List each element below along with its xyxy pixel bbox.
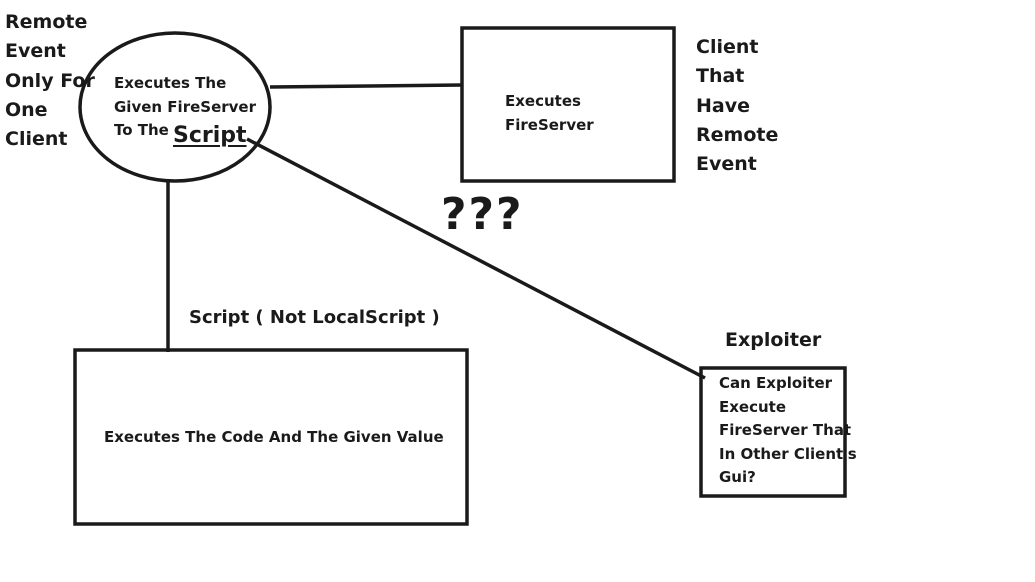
- client-label-line: Event: [696, 153, 757, 176]
- remote-event-label-line: Remote: [5, 11, 88, 33]
- exploiter-node-box: [699, 366, 847, 498]
- exploiter-node-text: Can Exploiter Execute FireServer That In…: [719, 372, 857, 490]
- exploiter-node-text-line: FireServer That: [719, 421, 852, 439]
- script-connector-label: Script ( Not LocalScript ): [189, 307, 440, 328]
- exploiter-node-text-line: Gui?: [719, 468, 756, 486]
- unknown-connection-marks: ???: [441, 189, 524, 240]
- script-node-emphasis: Script: [173, 123, 247, 148]
- client-label-line: Client: [696, 36, 759, 58]
- remote-event-label-line: Event: [5, 40, 66, 63]
- client-label: Client That Have Remote Event: [696, 33, 778, 179]
- fireserver-node-box: [460, 26, 676, 183]
- client-label-line: Have: [696, 94, 750, 117]
- code-node-box: [73, 348, 469, 526]
- script-node-text-line: To The: [114, 121, 169, 139]
- remote-event-label-line: Client: [5, 128, 68, 151]
- code-node-text: Executes The Code And The Given Value: [104, 428, 444, 446]
- exploiter-label: Exploiter: [725, 329, 822, 351]
- fireserver-node-text: Executes FireServer: [505, 90, 594, 137]
- exploiter-node-text-line: Can Exploiter: [719, 374, 833, 392]
- fireserver-node-text-line: Executes: [505, 92, 581, 110]
- exploiter-node-text-line: In Other Client's: [719, 444, 857, 463]
- script-node-text-line: Executes The: [114, 74, 227, 92]
- script-node-ellipse: [78, 31, 272, 183]
- client-label-line: That: [696, 65, 745, 88]
- fireserver-node-text-line: FireServer: [505, 115, 594, 134]
- client-label-line: Remote: [696, 123, 779, 146]
- connector-script-to-exploiter: [246, 137, 706, 380]
- connector-script-to-fireserver: [269, 83, 463, 89]
- remote-event-label: Remote Event Only For One Client: [5, 8, 95, 154]
- script-node-text-line: Given FireServer: [114, 97, 256, 116]
- exploiter-node-text-line: Execute: [719, 397, 787, 416]
- remote-event-label-line: Only For: [5, 69, 95, 92]
- remote-event-label-line: One: [5, 98, 48, 121]
- script-node-text: Executes The Given FireServer To The: [114, 72, 256, 143]
